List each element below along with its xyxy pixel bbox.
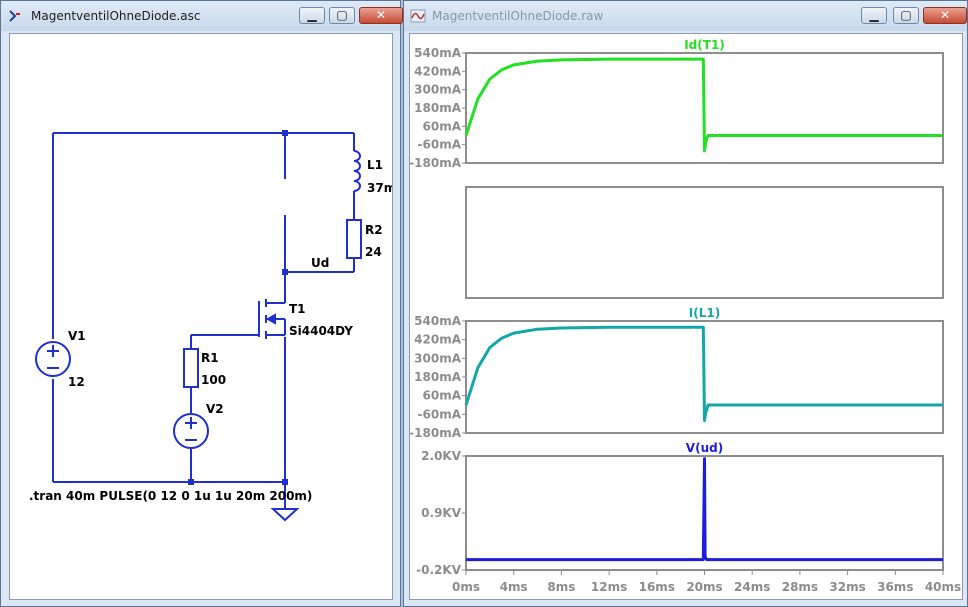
y-tick-label: -180mA — [410, 426, 462, 440]
x-tick-label: 40ms — [925, 580, 961, 594]
y-tick-label: -60mA — [418, 407, 462, 421]
x-tick-label: 8ms — [547, 580, 575, 594]
maximize-button[interactable]: ▢ — [893, 7, 919, 24]
r2-name-label: R2 — [365, 223, 383, 237]
x-tick-label: 32ms — [829, 580, 865, 594]
junctions — [188, 130, 288, 485]
maximize-button[interactable]: ▢ — [329, 7, 355, 24]
schematic-window: MagentventilOhneDiode.asc ▁ ▢ ✕ — [0, 0, 403, 607]
waveform-viewer[interactable]: Id(T1) 540mA 420mA 300mA 180mA 60mA -60mA -180m… — [409, 33, 963, 600]
y-tick-label: 60mA — [423, 119, 462, 133]
v1-name-label: V1 — [68, 329, 86, 343]
x-tick-label: 36ms — [877, 580, 913, 594]
plot-pane-frame — [465, 186, 944, 299]
waveform-titlebar[interactable]: MagentventilOhneDiode.raw ▁ ▢ ✕ — [404, 1, 967, 31]
x-tick-label: 0ms — [452, 580, 480, 594]
wires — [52, 132, 355, 509]
close-button[interactable]: ✕ — [359, 7, 403, 24]
schematic-window-title: MagentventilOhneDiode.asc — [31, 9, 201, 23]
l1-name-label: L1 — [367, 158, 383, 172]
x-tick-label: 16ms — [639, 580, 675, 594]
plot-area[interactable]: Id(T1) 540mA 420mA 300mA 180mA 60mA -60mA -180m… — [409, 34, 962, 599]
maximize-icon: ▢ — [900, 8, 912, 22]
trace-line — [466, 457, 943, 562]
v2-name-label: V2 — [206, 402, 224, 416]
schematic-drawing[interactable]: V1 12 V2 R1 100 R2 24 L1 37m T1 Si4404DY… — [10, 34, 396, 599]
y-tick-label: 420mA — [414, 333, 462, 347]
x-tick-label: 20ms — [686, 580, 722, 594]
minimize-icon: ▁ — [869, 8, 879, 22]
trace-name-label: V(ud) — [686, 441, 723, 455]
t1-mosfet[interactable] — [258, 299, 286, 339]
y-tick-label: 540mA — [414, 46, 462, 60]
v2-source[interactable] — [173, 413, 209, 449]
trace-name-label: I(L1) — [689, 306, 720, 320]
v1-value-label: 12 — [68, 375, 85, 389]
maximize-icon: ▢ — [336, 8, 348, 22]
close-icon: ✕ — [375, 8, 387, 22]
y-tick-label: -0.2KV — [416, 563, 462, 577]
r1-value-label: 100 — [201, 373, 226, 387]
r1-name-label: R1 — [201, 351, 219, 365]
ground-symbol — [270, 508, 300, 522]
schematic-titlebar[interactable]: MagentventilOhneDiode.asc ▁ ▢ ✕ — [1, 1, 403, 31]
minimize-icon: ▁ — [307, 8, 317, 22]
trace-line — [464, 325, 943, 423]
x-tick-label: 12ms — [591, 580, 627, 594]
y-tick-label: 540mA — [414, 314, 462, 328]
y-tick-label: 60mA — [423, 389, 462, 403]
spice-directive[interactable]: .tran 40m PULSE(0 12 0 1u 1u 20m 200m) — [29, 489, 312, 503]
y-tick-label: 0.9KV — [421, 506, 462, 520]
t1-model-label: Si4404DY — [289, 324, 353, 338]
waveform-window-title: MagentventilOhneDiode.raw — [432, 9, 604, 23]
close-button[interactable]: ✕ — [923, 7, 967, 24]
y-tick-label: 2.0KV — [421, 449, 462, 463]
x-tick-label: 4ms — [500, 580, 528, 594]
r2-resistor[interactable] — [346, 219, 362, 259]
y-tick-label: 300mA — [414, 83, 462, 97]
y-tick-label: 300mA — [414, 351, 462, 365]
trace-line — [464, 57, 943, 153]
minimize-button[interactable]: ▁ — [299, 7, 325, 24]
ltspice-schematic-icon — [9, 10, 20, 22]
v1-source[interactable] — [35, 341, 71, 377]
r1-resistor[interactable] — [183, 348, 199, 388]
r2-value-label: 24 — [365, 245, 382, 259]
schematic-canvas[interactable]: V1 12 V2 R1 100 R2 24 L1 37m T1 Si4404DY… — [9, 33, 396, 600]
y-tick-label: 420mA — [414, 64, 462, 78]
close-icon: ✕ — [939, 8, 951, 22]
y-tick-label: -180mA — [410, 156, 462, 170]
l1-value-label: 37m — [367, 181, 392, 195]
y-tick-label: -60mA — [418, 138, 462, 152]
l1-inductor[interactable] — [353, 150, 361, 192]
minimize-button[interactable]: ▁ — [861, 7, 887, 24]
y-tick-label: 180mA — [414, 370, 462, 384]
waveform-app-icon — [410, 9, 426, 23]
x-tick-label: 24ms — [734, 580, 770, 594]
waveform-window: MagentventilOhneDiode.raw ▁ ▢ ✕ Id(T1) 54… — [403, 0, 968, 607]
x-tick-label: 28ms — [782, 580, 818, 594]
trace-name-label: Id(T1) — [684, 38, 725, 52]
t1-name-label: T1 — [289, 302, 306, 316]
net-label-ud: Ud — [311, 256, 329, 270]
y-tick-label: 180mA — [414, 101, 462, 115]
